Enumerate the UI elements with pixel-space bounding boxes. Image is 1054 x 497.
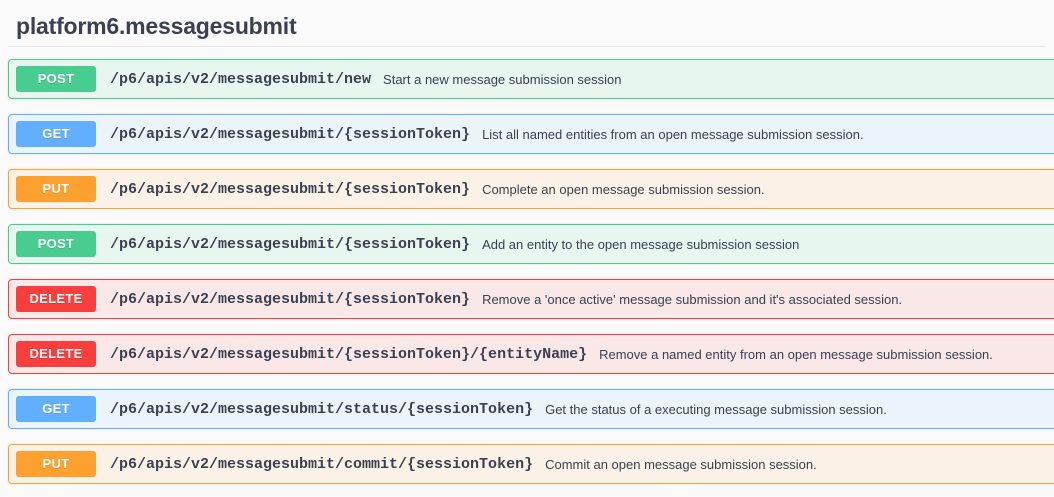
operation-row[interactable]: POST/p6/apis/v2/messagesubmit/new Start a… bbox=[8, 59, 1054, 99]
http-method-badge: PUT bbox=[16, 451, 96, 477]
operation-path: /p6/apis/v2/messagesubmit/{sessionToken} bbox=[110, 290, 471, 308]
operation-description: Get the status of a executing message su… bbox=[545, 401, 887, 417]
operation-description: Add an entity to the open message submis… bbox=[482, 236, 800, 252]
row-spacer bbox=[0, 209, 1054, 224]
operation-path: /p6/apis/v2/messagesubmit/{sessionToken} bbox=[110, 125, 471, 143]
http-method-badge: POST bbox=[16, 231, 96, 257]
row-spacer bbox=[0, 99, 1054, 114]
operation-row[interactable]: GET/p6/apis/v2/messagesubmit/status/{ses… bbox=[8, 389, 1054, 429]
operation-path: /p6/apis/v2/messagesubmit/{sessionToken} bbox=[110, 235, 471, 253]
operation-row[interactable]: PUT/p6/apis/v2/messagesubmit/{sessionTok… bbox=[8, 169, 1054, 209]
spacer bbox=[0, 47, 1054, 59]
row-spacer bbox=[0, 319, 1054, 334]
operation-row[interactable]: POST/p6/apis/v2/messagesubmit/{sessionTo… bbox=[8, 224, 1054, 264]
operation-path: /p6/apis/v2/messagesubmit/status/{sessio… bbox=[110, 400, 534, 418]
row-spacer bbox=[0, 374, 1054, 389]
operation-row[interactable]: GET/p6/apis/v2/messagesubmit/{sessionTok… bbox=[8, 114, 1054, 154]
http-method-badge: POST bbox=[16, 66, 96, 92]
tag-header[interactable]: platform6.messagesubmit bbox=[8, 0, 1046, 47]
operation-path: /p6/apis/v2/messagesubmit/{sessionToken}… bbox=[110, 345, 588, 363]
row-spacer bbox=[0, 154, 1054, 169]
operation-description: List all named entities from an open mes… bbox=[482, 126, 864, 142]
operation-description: Commit an open message submission sessio… bbox=[545, 456, 817, 472]
row-spacer bbox=[0, 264, 1054, 279]
http-method-badge: PUT bbox=[16, 176, 96, 202]
http-method-badge: GET bbox=[16, 121, 96, 147]
operation-row[interactable]: DELETE/p6/apis/v2/messagesubmit/{session… bbox=[8, 334, 1054, 374]
operation-row[interactable]: DELETE/p6/apis/v2/messagesubmit/{session… bbox=[8, 279, 1054, 319]
operation-path: /p6/apis/v2/messagesubmit/commit/{sessio… bbox=[110, 455, 534, 473]
operation-path: /p6/apis/v2/messagesubmit/new bbox=[110, 70, 372, 88]
row-spacer bbox=[0, 429, 1054, 444]
operation-description: Start a new message submission session bbox=[383, 71, 622, 87]
operations-list: POST/p6/apis/v2/messagesubmit/new Start a… bbox=[0, 59, 1054, 484]
http-method-badge: DELETE bbox=[16, 341, 96, 367]
operation-row[interactable]: PUT/p6/apis/v2/messagesubmit/commit/{ses… bbox=[8, 444, 1054, 484]
http-method-badge: DELETE bbox=[16, 286, 96, 312]
page-title: platform6.messagesubmit bbox=[16, 13, 297, 39]
operation-description: Remove a named entity from an open messa… bbox=[599, 346, 993, 362]
http-method-badge: GET bbox=[16, 396, 96, 422]
operation-path: /p6/apis/v2/messagesubmit/{sessionToken} bbox=[110, 180, 471, 198]
operation-description: Remove a 'once active' message submissio… bbox=[482, 291, 903, 307]
operation-description: Complete an open message submission sess… bbox=[482, 181, 765, 197]
